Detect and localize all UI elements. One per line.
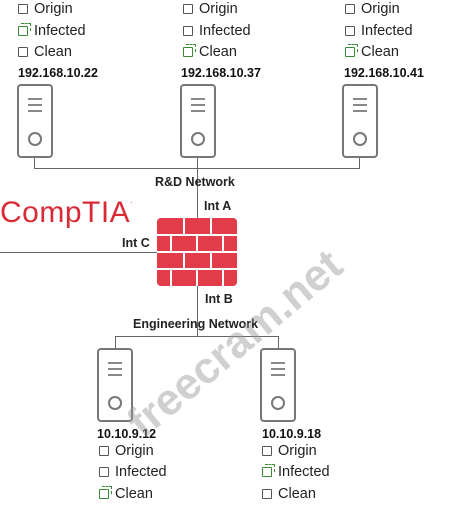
host-ip-label: 192.168.10.37 <box>181 66 261 80</box>
int-c-line <box>0 252 158 253</box>
connector-line <box>197 168 198 220</box>
rd-network-label: R&D Network <box>155 175 235 189</box>
connector-line <box>34 158 35 168</box>
checkbox[interactable] <box>345 44 358 57</box>
infected-option[interactable]: Infected <box>18 22 86 40</box>
clean-option[interactable]: Clean <box>99 485 153 503</box>
int-a-label: Int A <box>204 199 232 213</box>
server-icon[interactable] <box>97 348 133 422</box>
server-icon[interactable] <box>342 84 378 158</box>
connector-line <box>197 286 198 336</box>
connector-line <box>197 158 198 168</box>
checkbox[interactable] <box>183 4 193 14</box>
engineering-network-label: Engineering Network <box>133 317 259 331</box>
origin-option[interactable]: Origin <box>262 442 317 460</box>
connector-line <box>359 158 360 168</box>
engineering-network-bus <box>115 336 279 337</box>
checkbox[interactable] <box>183 44 196 57</box>
checkbox[interactable] <box>18 4 28 14</box>
checkbox[interactable] <box>99 467 109 477</box>
clean-option[interactable]: Clean <box>18 43 72 61</box>
checkbox[interactable] <box>262 489 272 499</box>
checkbox[interactable] <box>345 4 355 14</box>
checkbox[interactable] <box>345 26 355 36</box>
checkbox[interactable] <box>18 23 31 36</box>
checkbox[interactable] <box>262 446 272 456</box>
int-b-label: Int B <box>205 292 233 306</box>
infected-option[interactable]: Infected <box>345 22 413 40</box>
origin-option[interactable]: Origin <box>345 0 400 18</box>
infected-option[interactable]: Infected <box>99 463 167 481</box>
host-ip-label: 192.168.10.41 <box>344 66 424 80</box>
origin-option[interactable]: Origin <box>99 442 154 460</box>
connector-line <box>278 336 279 348</box>
clean-option[interactable]: Clean <box>262 485 316 503</box>
server-icon[interactable] <box>260 348 296 422</box>
comptia-logo: CompTIA. <box>0 196 133 229</box>
firewall-icon[interactable] <box>157 218 237 286</box>
infected-option[interactable]: Infected <box>262 463 330 481</box>
host-ip-label: 192.168.10.22 <box>18 66 98 80</box>
int-c-label: Int C <box>122 236 150 250</box>
host-ip-label: 10.10.9.12 <box>97 427 157 441</box>
host-ip-label: 10.10.9.18 <box>262 427 322 441</box>
checkbox[interactable] <box>262 464 275 477</box>
clean-option[interactable]: Clean <box>183 43 237 61</box>
origin-option[interactable]: Origin <box>18 0 73 18</box>
checkbox[interactable] <box>183 26 193 36</box>
origin-option[interactable]: Origin <box>183 0 238 18</box>
checkbox[interactable] <box>99 486 112 499</box>
connector-line <box>115 336 116 348</box>
infected-option[interactable]: Infected <box>183 22 251 40</box>
server-icon[interactable] <box>180 84 216 158</box>
server-icon[interactable] <box>17 84 53 158</box>
checkbox[interactable] <box>99 446 109 456</box>
checkbox[interactable] <box>18 47 28 57</box>
clean-option[interactable]: Clean <box>345 43 399 61</box>
